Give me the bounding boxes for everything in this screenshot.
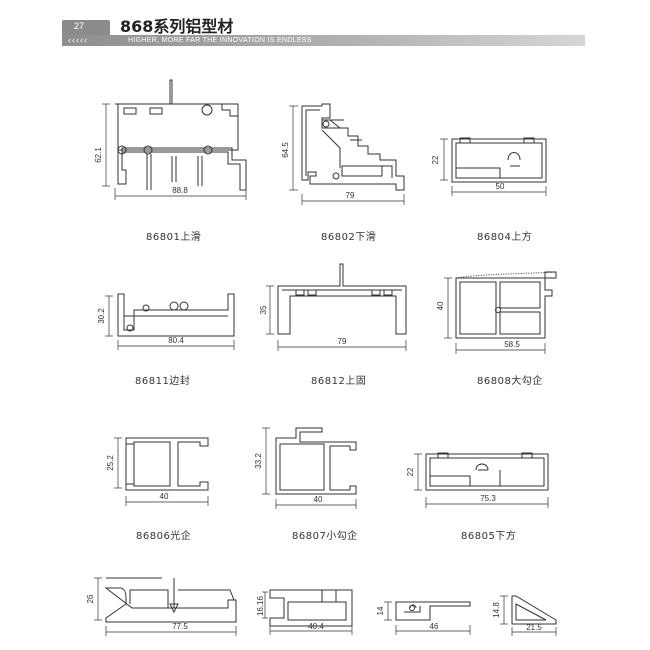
profile-11-drawing: 16.16 40.4 [256, 589, 353, 635]
profile-86808-caption: 86808大勾企 [477, 376, 543, 387]
profile-86801-drawing: 62.1 88.8 [94, 79, 247, 200]
header-slogan: HIGHER, MORE FAR THE INNOVATION IS ENDLE… [128, 37, 312, 44]
profile-86804-drawing: 22 50 [431, 137, 547, 196]
profile-86802-drawing: 64.5 79 [281, 103, 405, 205]
profile-86805-drawing: 22 75.3 [406, 452, 549, 508]
profile-86807-height-label: 33.2 [254, 453, 263, 469]
profile-10-height-label: 26 [86, 594, 95, 603]
profile-86806-drawing: 25.2 40 [106, 437, 209, 506]
profile-86801-height-label: 62.1 [94, 147, 103, 163]
profile-10-drawing: 26 77.5 [86, 577, 237, 636]
profile-12-width-label: 46 [430, 622, 439, 631]
profile-86811-width-label: 80.4 [168, 336, 184, 345]
profile-86802-width-label: 79 [346, 191, 355, 200]
profile-12-height-label: 14 [376, 606, 385, 615]
profile-86811-drawing: 30.2 80.4 [97, 293, 235, 350]
profile-86812-width-label: 79 [338, 337, 347, 346]
page-number-tab [62, 20, 110, 35]
header-band [62, 35, 585, 46]
profile-86808-height-label: 40 [436, 301, 445, 310]
profile-86806-caption: 86806光企 [136, 531, 192, 542]
profile-13-drawing: 14.8 21.5 [492, 595, 557, 636]
profile-86807-width-label: 40 [314, 495, 323, 504]
profile-86811-height-label: 30.2 [97, 308, 106, 324]
chevrons-icon: ‹‹‹‹‹ [68, 35, 88, 45]
profile-86802-height-label: 64.5 [281, 142, 290, 158]
profile-86812-caption: 86812上固 [311, 376, 367, 387]
profile-86805-caption: 86805下方 [461, 531, 517, 542]
profile-86804-width-label: 50 [496, 182, 505, 191]
profile-86812-height-label: 35 [259, 305, 268, 314]
page-title: 868系列铝型材 [120, 17, 234, 36]
profile-86805-height-label: 22 [406, 467, 415, 476]
profile-86808-width-label: 58.5 [504, 340, 520, 349]
profile-86811-caption: 86811边封 [135, 376, 191, 387]
profile-86807-caption: 86807小勾企 [292, 531, 358, 542]
profile-86804-height-label: 22 [431, 155, 440, 164]
profile-10-width-label: 77.5 [172, 622, 188, 631]
profile-86806-width-label: 40 [160, 492, 169, 501]
profile-86812-drawing: 35 79 [259, 263, 407, 351]
profile-11-width-label: 40.4 [308, 622, 324, 631]
profile-86801-caption: 86801上滑 [146, 232, 202, 243]
profile-86801-width-label: 88.8 [172, 186, 188, 195]
profile-86802-caption: 86802下滑 [321, 232, 377, 243]
profile-13-height-label: 14.8 [492, 602, 501, 618]
profile-12-drawing: 14 46 [376, 601, 471, 635]
profile-13-width-label: 21.5 [526, 623, 542, 632]
profile-86805-width-label: 75.3 [480, 494, 496, 503]
profile-86804-caption: 86804上方 [477, 232, 533, 243]
profile-11-height-label: 16.16 [256, 595, 265, 616]
profile-86806-height-label: 25.2 [106, 455, 115, 471]
profile-86807-drawing: 33.2 40 [254, 427, 357, 509]
profile-86808-drawing: 40 58.5 [436, 271, 557, 354]
page-number: 27 [74, 21, 85, 31]
